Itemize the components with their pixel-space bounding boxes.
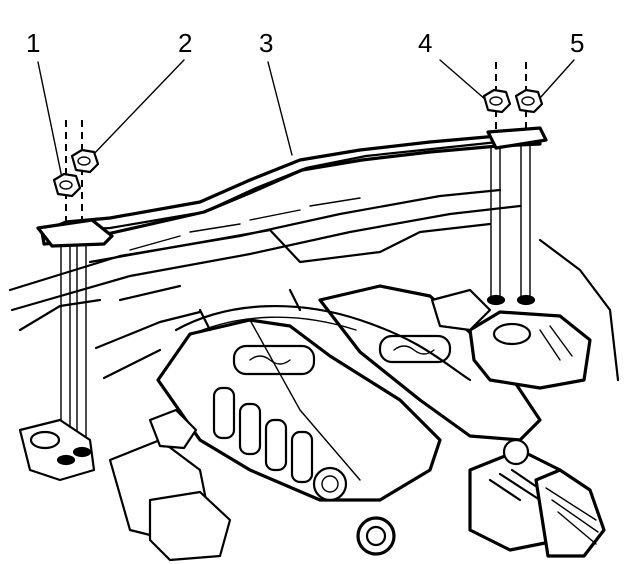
- harness-secondary: [187, 316, 357, 337]
- cowl-hatching: [129, 197, 361, 251]
- callout-3: 3: [259, 28, 273, 58]
- brace-right-bracket: [486, 126, 548, 150]
- left-hose-clamp: [148, 490, 232, 562]
- leader-lines: [37, 59, 575, 179]
- brace-highlight: [70, 140, 500, 232]
- brake-master-cylinder: [430, 288, 492, 332]
- intake-duct-ribs: [545, 487, 599, 545]
- runner-slot-1: [212, 386, 236, 440]
- wiper-arm: [88, 222, 492, 264]
- logo-script-right: [393, 345, 435, 355]
- leader-3: [267, 61, 293, 156]
- reservoir-body: [468, 310, 592, 390]
- harness-clips: [198, 288, 302, 332]
- right-base-a: [486, 294, 506, 306]
- nut-4: [482, 88, 512, 114]
- fender-line-right: [538, 238, 620, 382]
- left-harness-lines: [94, 310, 202, 380]
- right-stud-b: [520, 139, 531, 301]
- callout-1: 1: [26, 28, 40, 58]
- cowl-area: [8, 188, 620, 382]
- right-studs: [490, 139, 531, 301]
- logo-script-left: [249, 355, 291, 365]
- callout-5: 5: [570, 28, 584, 58]
- left-sensor-connector: [148, 408, 198, 450]
- brace-left-bracket: [36, 218, 114, 248]
- leader-2: [89, 59, 185, 159]
- cowl-edge-upper: [8, 188, 502, 292]
- intake-logo-plate-left: [232, 344, 316, 376]
- stud-bases: [56, 294, 536, 466]
- strut-tower-brace: [36, 126, 548, 248]
- runner-slot-4: [290, 430, 314, 484]
- cowl-edge-lower: [10, 204, 522, 312]
- oil-cap-center: [365, 525, 387, 547]
- power-steering-cap: [502, 438, 530, 466]
- callout-2: 2: [178, 28, 192, 58]
- left-base-b: [72, 446, 92, 458]
- callout-4: 4: [418, 28, 432, 58]
- right-stud-a: [490, 139, 501, 301]
- leader-4: [439, 59, 487, 101]
- left-tower-hole: [29, 430, 61, 450]
- leader-5: [539, 59, 575, 99]
- harness-branch: [249, 319, 361, 481]
- nut-2: [70, 148, 100, 174]
- brace-bar: [40, 132, 542, 246]
- callout-labels: 1 2 3 4 5: [26, 28, 584, 58]
- wiring: [174, 288, 472, 481]
- reservoir-ribs: [539, 325, 573, 361]
- leader-1: [37, 61, 63, 179]
- runner-slot-3: [264, 418, 288, 472]
- reservoir-cap: [492, 322, 532, 346]
- coolant-reservoir: [430, 288, 592, 466]
- left-base-a: [56, 454, 76, 466]
- left-components: [18, 310, 232, 562]
- nut-1: [52, 172, 82, 198]
- air-intake: [312, 448, 606, 558]
- runner-slot-2: [238, 402, 262, 456]
- intake-logo-plate-right: [378, 334, 452, 364]
- harness-main: [174, 304, 472, 382]
- right-base-b: [516, 294, 536, 306]
- throttle-body-inner: [321, 475, 339, 493]
- nuts: [52, 88, 544, 198]
- left-stud-b: [76, 229, 87, 453]
- fender-line-left: [18, 284, 182, 332]
- nut-5: [514, 88, 544, 114]
